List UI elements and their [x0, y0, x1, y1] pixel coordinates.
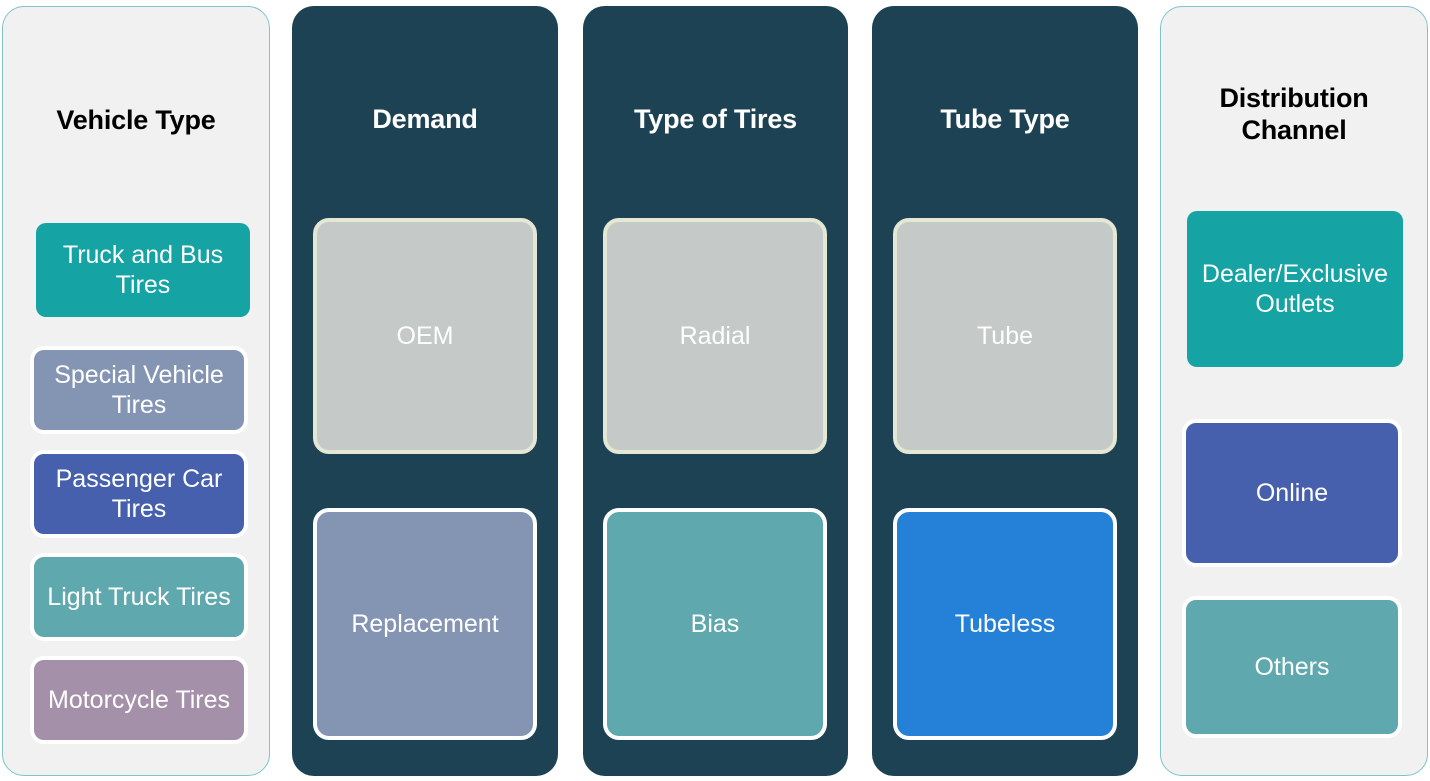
column-title-distribution-channel: Distribution Channel [1219, 83, 1369, 145]
item-radial[interactable]: Radial [603, 218, 827, 454]
item-others[interactable]: Others [1182, 596, 1402, 738]
column-vehicle-type: Vehicle Type Truck and Bus Tires Special… [2, 6, 270, 776]
column-demand: Demand OEM Replacement [292, 6, 558, 776]
item-replacement[interactable]: Replacement [313, 508, 537, 740]
item-passenger-car-tires[interactable]: Passenger Car Tires [30, 450, 248, 538]
column-distribution-channel: Distribution Channel Dealer/Exclusive Ou… [1160, 6, 1428, 776]
item-oem[interactable]: OEM [313, 218, 537, 454]
item-tube[interactable]: Tube [893, 218, 1117, 454]
item-online[interactable]: Online [1182, 419, 1402, 567]
item-motorcycle-tires[interactable]: Motorcycle Tires [30, 656, 248, 744]
item-bias[interactable]: Bias [603, 508, 827, 740]
item-tubeless[interactable]: Tubeless [893, 508, 1117, 740]
column-tube-type: Tube Type Tube Tubeless [872, 6, 1138, 776]
column-title-vehicle-type: Vehicle Type [56, 105, 216, 135]
column-type-of-tires: Type of Tires Radial Bias [583, 6, 848, 776]
column-title-tube-type: Tube Type [940, 104, 1070, 134]
item-truck-and-bus-tires[interactable]: Truck and Bus Tires [36, 223, 250, 317]
item-special-vehicle-tires[interactable]: Special Vehicle Tires [30, 346, 248, 434]
item-light-truck-tires[interactable]: Light Truck Tires [30, 553, 248, 641]
column-title-type-of-tires: Type of Tires [634, 104, 797, 134]
column-title-demand: Demand [372, 104, 478, 134]
item-dealer-exclusive-outlets[interactable]: Dealer/Exclusive Outlets [1187, 211, 1403, 367]
